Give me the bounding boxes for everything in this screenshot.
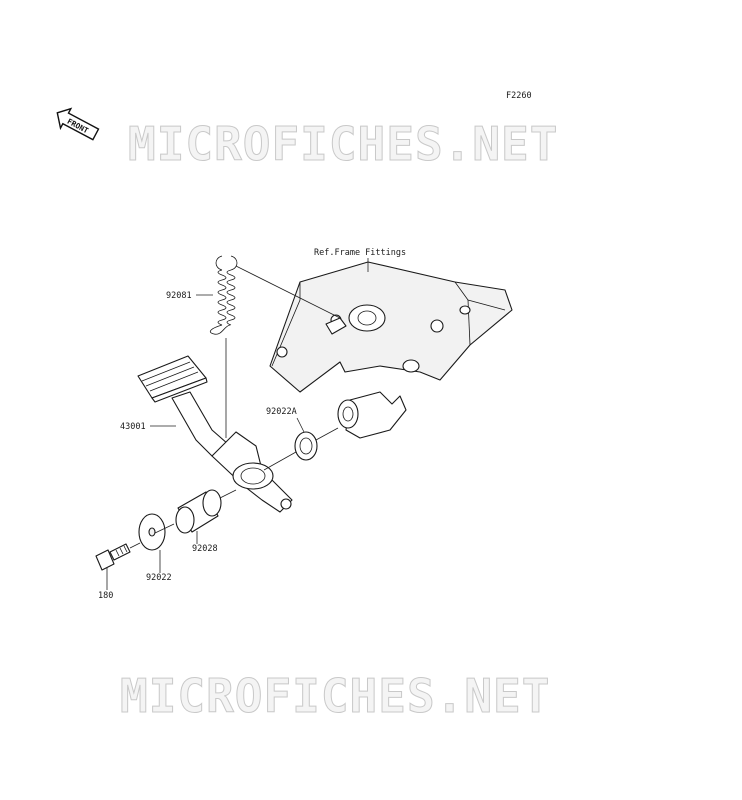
label-pedal: 43001 xyxy=(120,422,146,432)
return-spring xyxy=(209,255,238,335)
watermark-bottom: MICROFICHES.NET xyxy=(120,669,550,723)
collar-92028 xyxy=(175,489,222,534)
frame-bracket xyxy=(269,261,513,439)
front-arrow-icon: FRONT xyxy=(56,107,100,141)
label-spring: 92081 xyxy=(166,291,192,301)
brake-pedal xyxy=(137,355,293,513)
label-ref-frame: Ref.Frame Fittings xyxy=(314,248,406,258)
diagram-code: F2260 xyxy=(506,91,532,101)
label-washer: 92022 xyxy=(146,573,172,583)
bolt-180 xyxy=(95,543,131,571)
watermark-top: MICROFICHES.NET xyxy=(128,117,558,171)
washer-92022a xyxy=(294,431,318,461)
washer-92022 xyxy=(138,513,166,551)
label-collar: 92028 xyxy=(192,544,218,554)
label-bolt: 180 xyxy=(98,591,113,601)
label-washer-a: 92022A xyxy=(266,407,297,417)
